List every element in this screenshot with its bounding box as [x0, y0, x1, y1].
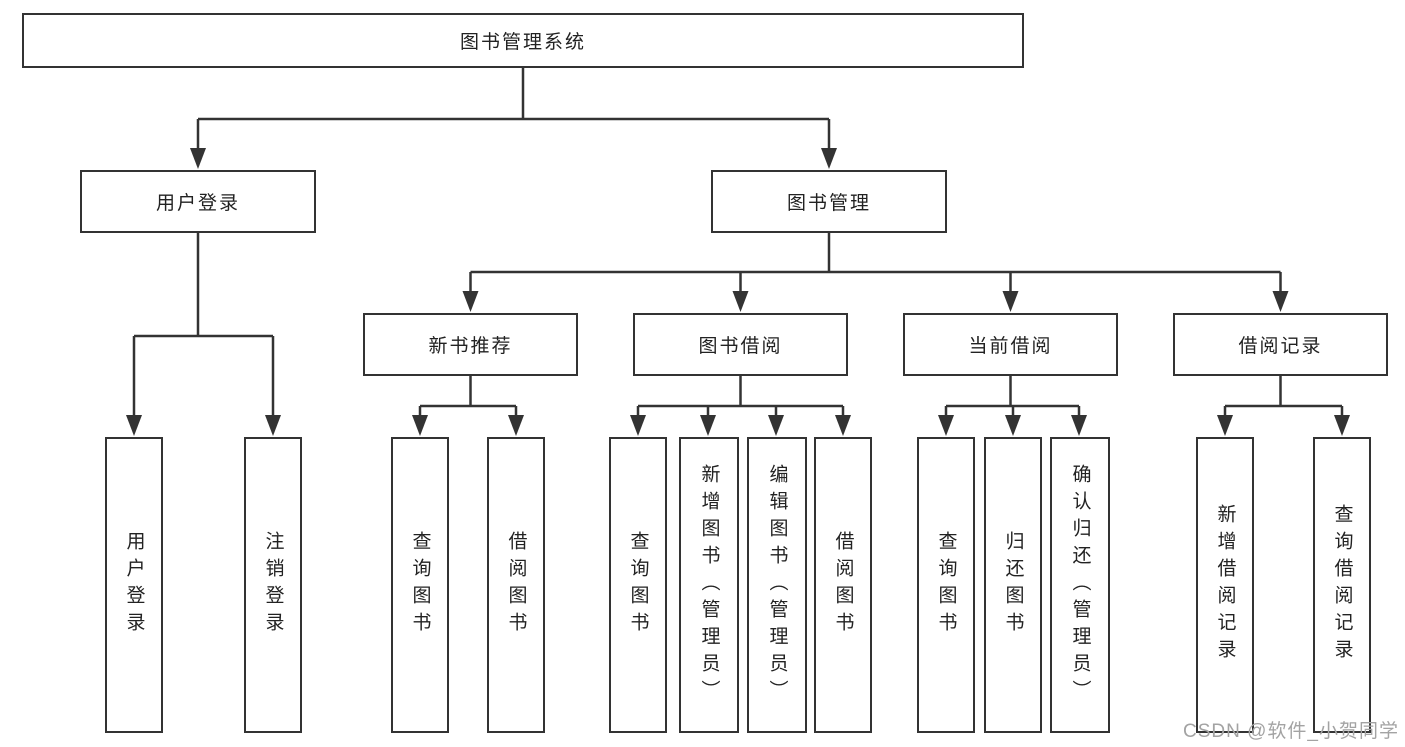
node-label: 查询借阅记录 — [1331, 504, 1353, 666]
arrow-down-icon — [190, 148, 206, 169]
arrow-down-icon — [938, 415, 954, 436]
arrow-down-icon — [768, 415, 784, 436]
connector-new-book-recommendation-branch — [418, 376, 518, 417]
leaf-query-books-3: 查询图书 — [917, 437, 975, 733]
arrow-down-icon — [630, 415, 646, 436]
node-label: 图书借阅 — [698, 336, 783, 357]
node-label: 新增借阅记录 — [1214, 504, 1236, 666]
node-label: 借阅图书 — [505, 531, 527, 639]
node-label: 编辑图书（管理员） — [766, 463, 788, 707]
node-label: 用户登录 — [155, 193, 240, 214]
arrow-down-icon — [1272, 291, 1289, 312]
connector-user-login-branch — [132, 233, 275, 417]
node-label: 借阅图书 — [832, 531, 854, 639]
connector-root-to-level2 — [196, 68, 831, 150]
node-label: 当前借阅 — [968, 336, 1053, 357]
arrow-down-icon — [1005, 415, 1021, 436]
arrow-down-icon — [412, 415, 428, 436]
leaf-borrow-books-2: 借阅图书 — [814, 437, 872, 733]
leaf-add-borrow-record: 新增借阅记录 — [1196, 437, 1254, 733]
leaf-logout: 注销登录 — [244, 437, 302, 733]
leaf-borrow-books-1: 借阅图书 — [487, 437, 545, 733]
node-label: 用户登录 — [123, 531, 145, 639]
csdn-watermark: CSDN @软件_小贺同学 — [1183, 721, 1399, 742]
leaf-edit-book-admin: 编辑图书（管理员） — [747, 437, 807, 733]
arrow-down-icon — [126, 415, 142, 436]
arrow-down-icon — [1071, 415, 1087, 436]
leaf-return-books: 归还图书 — [984, 437, 1042, 733]
node-label: 新书推荐 — [428, 336, 513, 357]
leaf-add-book-admin: 新增图书（管理员） — [679, 437, 739, 733]
node-label: 查询图书 — [409, 531, 431, 639]
node-label: 图书管理系统 — [459, 32, 586, 53]
node-book-borrowing: 图书借阅 — [633, 313, 848, 376]
node-label: 借阅记录 — [1238, 336, 1323, 357]
arrow-down-icon — [700, 415, 716, 436]
node-label: 归还图书 — [1002, 531, 1024, 639]
arrow-down-icon — [1217, 415, 1233, 436]
arrow-down-icon — [508, 415, 524, 436]
node-label: 图书管理 — [786, 193, 871, 214]
node-label: 查询图书 — [935, 531, 957, 639]
node-library-system: 图书管理系统 — [22, 13, 1024, 68]
arrow-down-icon — [821, 148, 837, 169]
leaf-query-books-2: 查询图书 — [609, 437, 667, 733]
connector-borrowing-records-branch — [1223, 376, 1344, 417]
arrowheads — [126, 148, 1350, 436]
leaf-query-books-1: 查询图书 — [391, 437, 449, 733]
arrow-down-icon — [462, 291, 479, 312]
arrow-down-icon — [732, 291, 749, 312]
leaf-confirm-return-admin: 确认归还（管理员） — [1050, 437, 1110, 733]
connector-book-management-branch — [469, 233, 1282, 293]
node-current-borrowing: 当前借阅 — [903, 313, 1118, 376]
node-borrowing-records: 借阅记录 — [1173, 313, 1388, 376]
node-label: 确认归还（管理员） — [1069, 463, 1091, 707]
node-label: 查询图书 — [627, 531, 649, 639]
connector-book-borrowing-branch — [636, 376, 845, 417]
leaf-query-borrow-record: 查询借阅记录 — [1313, 437, 1371, 733]
arrow-down-icon — [265, 415, 281, 436]
node-label: 注销登录 — [262, 531, 284, 639]
node-book-management: 图书管理 — [711, 170, 947, 233]
node-new-book-recommendation: 新书推荐 — [363, 313, 578, 376]
connector-current-borrowing-branch — [944, 376, 1081, 417]
arrow-down-icon — [835, 415, 851, 436]
arrow-down-icon — [1002, 291, 1019, 312]
leaf-user-login: 用户登录 — [105, 437, 163, 733]
node-label: 新增图书（管理员） — [698, 463, 720, 707]
node-user-login: 用户登录 — [80, 170, 316, 233]
arrow-down-icon — [1334, 415, 1350, 436]
